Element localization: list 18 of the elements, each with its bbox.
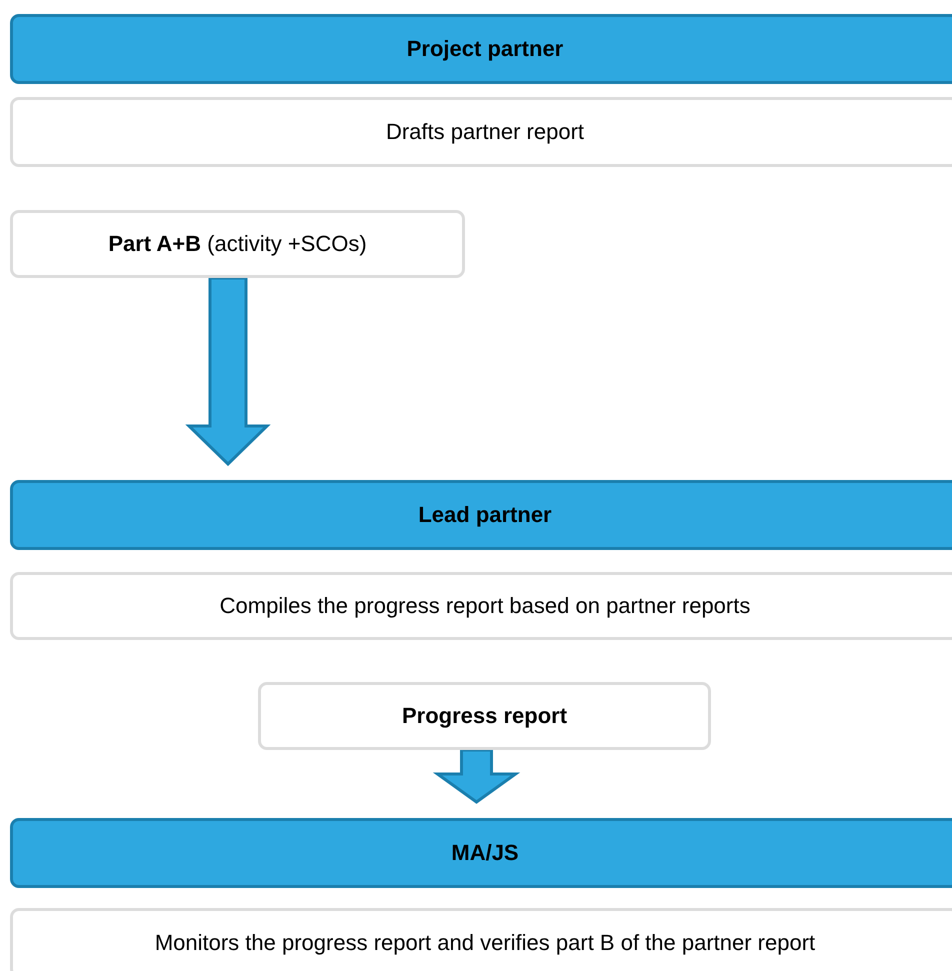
block-arrow: [185, 276, 271, 466]
text: Progress report: [402, 703, 568, 729]
text-box: [10, 210, 465, 278]
text-box: [10, 572, 952, 640]
text-box: [10, 908, 952, 971]
header-bar: [10, 14, 952, 84]
text: Monitors the progress report and verifies part B of the partner report: [154, 930, 816, 956]
text: Part A+B (activity +SCOs): [108, 231, 367, 257]
header-bar: [10, 818, 952, 888]
header-bar: [10, 480, 952, 550]
block-arrow: [432, 748, 520, 804]
text: Drafts partner report: [386, 119, 584, 145]
heading: Project partner: [406, 36, 564, 62]
text-box: [258, 682, 711, 750]
heading: Lead partner: [418, 502, 552, 528]
text: Compiles the progress report based on partner reports: [220, 593, 750, 619]
text-box: [10, 97, 952, 167]
heading: MA/JS: [451, 840, 519, 866]
